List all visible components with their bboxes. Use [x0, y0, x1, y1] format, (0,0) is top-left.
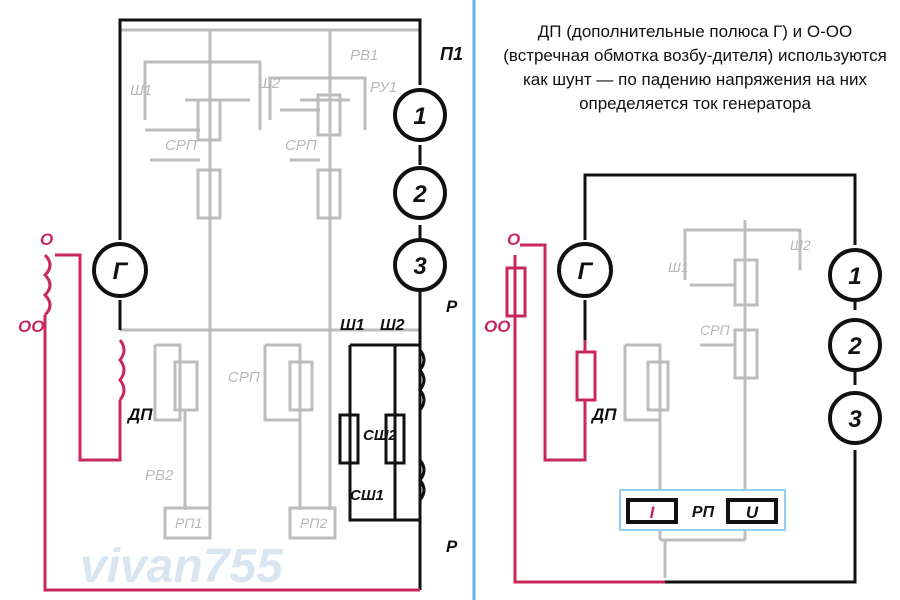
right-motor-2: [828, 318, 882, 372]
right-circuit: I U РП Г 1 2 3 О ОО ДП Ш1 Ш2 СРП: [484, 173, 882, 584]
watermark: vivan755: [80, 540, 284, 593]
right-generator-label: Г: [578, 258, 594, 285]
label-oo-right: ОО: [484, 317, 510, 336]
label-rp1: РП1: [175, 515, 202, 531]
right-red-circuit: [505, 243, 665, 584]
label-sh1-top: Ш1: [130, 82, 152, 99]
label-rp-right: РП: [692, 504, 715, 521]
label-dp-left: ДП: [126, 405, 153, 424]
label-srp-mid: СРП: [228, 369, 260, 386]
label-ssh2: СШ2: [363, 427, 398, 444]
right-grey-control: [623, 220, 802, 578]
left-main-circuit: [118, 18, 426, 590]
label-pv1: РВ1: [350, 47, 378, 64]
label-ru1: РУ1: [370, 79, 397, 96]
label-pv2: РВ2: [145, 467, 174, 484]
left-generator-label: Г: [113, 258, 129, 285]
label-p1: П1: [440, 44, 463, 64]
left-motor-1: [393, 88, 447, 142]
label-srp-top2: СРП: [285, 137, 317, 154]
label-sh2-right: Ш2: [790, 237, 811, 253]
label-o-right: О: [507, 230, 520, 249]
label-srp-right: СРП: [700, 322, 730, 338]
left-motor-2-label: 2: [412, 181, 427, 208]
label-r-top: Р: [446, 297, 458, 316]
right-motor-1-label: 1: [848, 263, 861, 290]
label-sh1-right: Ш1: [668, 259, 689, 275]
label-srp-top1: СРП: [165, 137, 197, 154]
right-motor-2-label: 2: [847, 333, 862, 360]
relay-u-label: U: [746, 503, 759, 522]
label-sh2-bottom: Ш2: [380, 317, 405, 334]
left-grey-control-top: [120, 28, 420, 540]
left-motor-1-label: 1: [413, 103, 426, 130]
label-dp-right: ДП: [590, 405, 617, 424]
label-oo-left: ОО: [18, 317, 44, 336]
label-rp2: РП2: [300, 515, 327, 531]
right-generator: [557, 242, 613, 298]
relay-i-label: I: [650, 503, 656, 522]
explanation-note: ДП (дополнительные полюса Г) и О-ОО (вст…: [503, 22, 887, 113]
label-sh2-top: Ш2: [258, 75, 281, 92]
right-motor-1: [828, 248, 882, 302]
left-circuit: Г 1 2 3 П1 РВ1 РУ1 Ш1 Ш2 СРП СРП СРП Ш1 …: [18, 18, 463, 592]
relay-u-coil: [726, 498, 778, 524]
right-motor-3-label: 3: [848, 406, 862, 433]
right-motor-3: [828, 391, 882, 445]
relay-i-coil: [626, 498, 678, 524]
label-sh1-bottom: Ш1: [340, 317, 365, 334]
left-generator: [92, 242, 148, 298]
left-red-circuit: [42, 253, 420, 592]
left-motor-3-label: 3: [413, 253, 427, 280]
right-main-circuit: [583, 173, 857, 584]
label-ssh1: СШ1: [350, 487, 384, 504]
label-o-left: О: [40, 230, 53, 249]
label-r-bottom: Р: [446, 537, 458, 556]
left-motor-3: [393, 238, 447, 292]
left-motor-2: [393, 166, 447, 220]
